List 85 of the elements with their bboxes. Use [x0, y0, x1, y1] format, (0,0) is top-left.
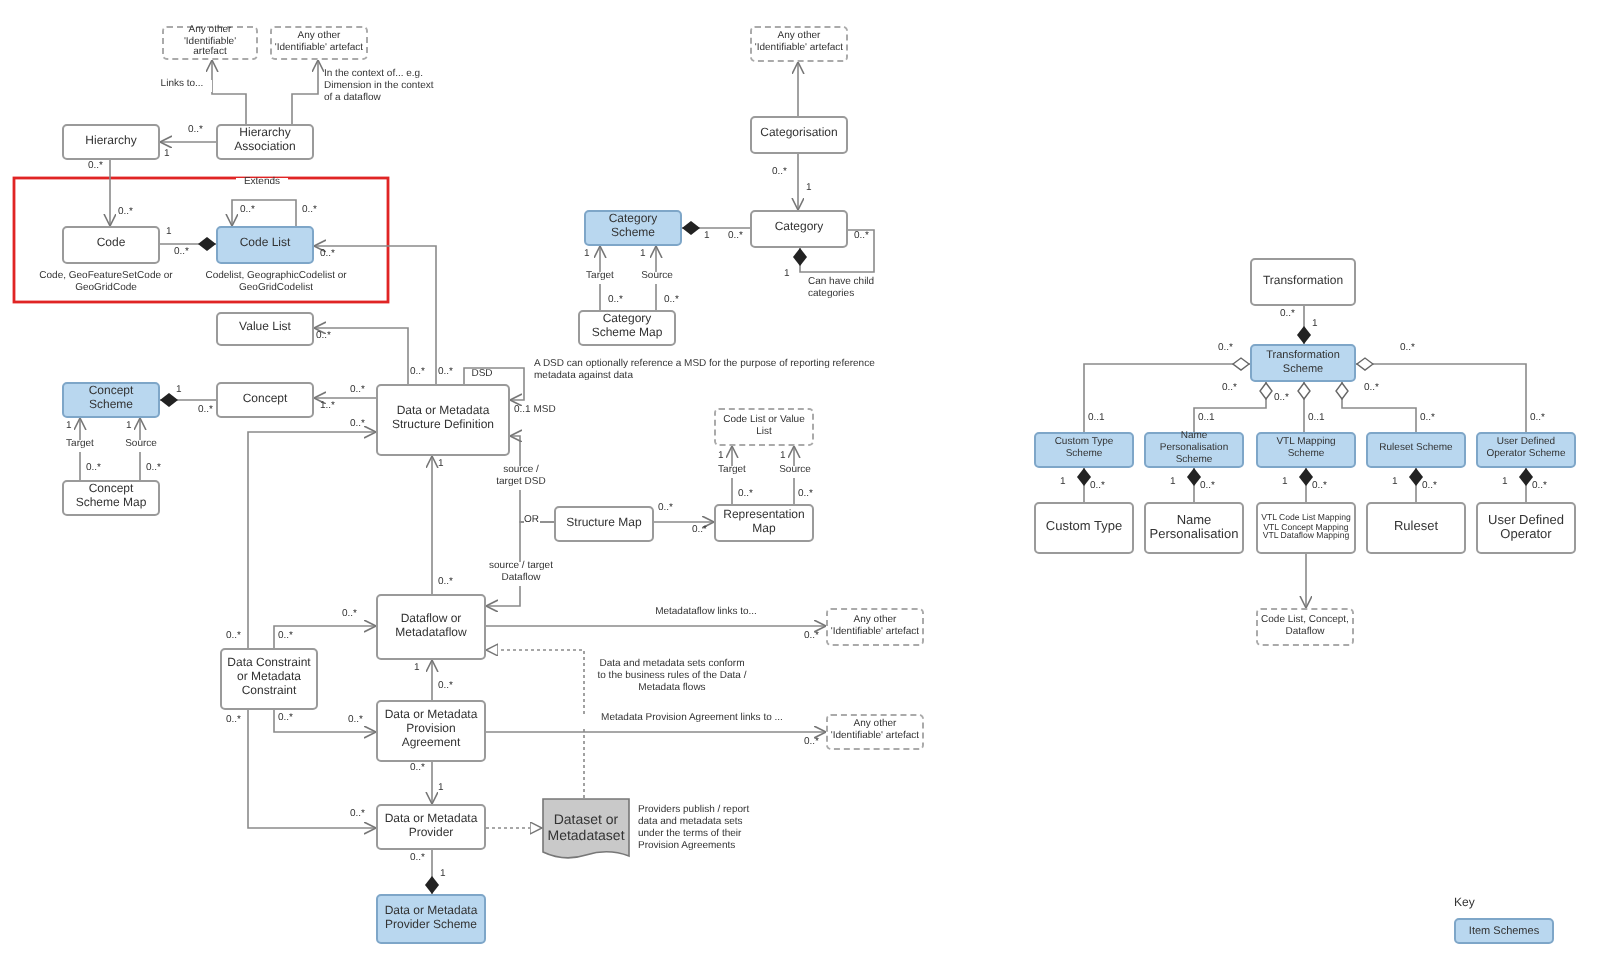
class-box — [750, 210, 848, 248]
class-box — [216, 124, 314, 160]
item-scheme-box — [1256, 432, 1356, 468]
class-box — [1034, 502, 1134, 554]
composition-line — [1299, 467, 1313, 503]
class-box — [554, 506, 654, 542]
association-arrow — [653, 515, 715, 529]
association-arrow — [205, 59, 247, 125]
reference-box — [162, 26, 258, 60]
class-box — [62, 480, 160, 516]
class-box — [376, 804, 486, 850]
item-scheme-box — [1250, 344, 1356, 382]
association-arrow — [291, 59, 325, 125]
association-arrow — [463, 367, 525, 407]
association-arrow — [791, 153, 805, 211]
association-arrow — [485, 725, 827, 739]
composition-line — [159, 237, 217, 251]
aggregation-line — [1193, 381, 1273, 433]
class-box — [1366, 502, 1466, 554]
aggregation-line — [1083, 357, 1251, 433]
association-arrow — [787, 445, 801, 505]
association-arrow — [159, 135, 217, 149]
reference-box — [750, 26, 848, 62]
association-arrow — [247, 709, 377, 835]
association-arrow — [313, 391, 377, 405]
dependency-arrow — [485, 821, 543, 835]
document-shape — [542, 798, 630, 862]
association-arrow — [425, 659, 439, 701]
class-box — [714, 504, 814, 542]
class-box — [750, 116, 848, 154]
composition-line — [1519, 467, 1533, 503]
association-arrow — [649, 245, 663, 311]
association-arrow — [425, 455, 439, 595]
class-box — [62, 124, 160, 160]
association-arrow — [425, 761, 439, 805]
class-box — [1476, 502, 1576, 554]
composition-line — [1409, 467, 1423, 503]
association-arrow — [247, 425, 377, 649]
item-scheme-box — [584, 210, 682, 246]
association-arrow — [133, 417, 147, 481]
association-arrow — [103, 159, 117, 227]
class-box — [216, 382, 314, 418]
class-box — [376, 700, 486, 762]
association-arrow — [313, 239, 437, 385]
composition-line — [425, 849, 439, 895]
reference-box — [826, 714, 924, 750]
composition-line — [159, 393, 217, 407]
reference-box — [826, 608, 924, 646]
association-arrow — [485, 619, 827, 633]
reference-box — [714, 408, 814, 446]
composition-line — [1187, 467, 1201, 503]
item-scheme-box — [1144, 432, 1244, 468]
class-box — [62, 226, 160, 264]
composition-line — [1297, 305, 1311, 345]
reference-box — [1256, 608, 1354, 646]
association-arrow — [791, 61, 805, 117]
class-box — [376, 384, 510, 456]
association-arrow — [725, 445, 739, 505]
item-scheme-box — [1034, 432, 1134, 468]
item-scheme-box — [1366, 432, 1466, 468]
class-box — [220, 648, 318, 710]
aggregation-line — [1335, 381, 1417, 433]
class-box — [1250, 258, 1356, 306]
aggregation-line — [1355, 357, 1527, 433]
item-scheme-box — [62, 382, 160, 418]
class-box — [578, 310, 676, 346]
class-box — [216, 312, 314, 346]
dependency-arrow — [485, 643, 585, 799]
association-arrow — [225, 199, 297, 227]
composition-line — [793, 229, 875, 273]
item-scheme-box — [216, 226, 314, 264]
association-arrow — [273, 619, 377, 649]
association-arrow — [593, 245, 607, 311]
composition-line — [681, 221, 751, 235]
aggregation-line — [1297, 381, 1311, 433]
item-scheme-box — [376, 894, 486, 944]
class-box — [376, 594, 486, 660]
class-box — [1256, 502, 1356, 554]
association-arrow — [313, 321, 409, 385]
association-arrow — [1299, 553, 1313, 609]
association-arrow — [273, 709, 377, 739]
item-scheme-box — [1476, 432, 1576, 468]
composition-line — [1077, 467, 1091, 503]
association-arrow — [73, 417, 87, 481]
class-box — [1144, 502, 1244, 554]
